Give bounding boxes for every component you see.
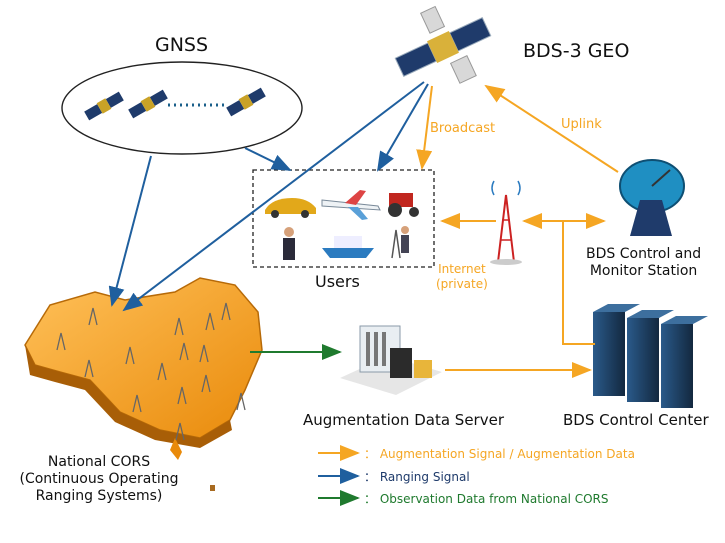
ranging-arrow <box>122 81 425 312</box>
control-center-server-icon <box>593 304 708 408</box>
bds-geo-label: BDS-3 GEO <box>523 40 630 62</box>
users-box <box>252 169 435 268</box>
legend-augmentation-text: ： Augmentation Signal / Augmentation Dat… <box>364 447 635 461</box>
gnss-satellite-icon <box>84 91 124 121</box>
control-monitor-line-1: BDS Control and <box>586 246 702 262</box>
bds-geo-satellite-icon <box>394 5 492 84</box>
cors-line-1: National CORS <box>47 454 151 470</box>
center-link-line <box>562 221 595 345</box>
gnss-satellite-icon <box>226 87 266 117</box>
augmentation-server-icon <box>340 325 442 395</box>
cors-line-2: (Continuous Operating <box>19 471 179 487</box>
cors-tower-icon <box>56 302 246 441</box>
internet-private-text: (private) <box>436 277 488 291</box>
augmentation-server-label: Augmentation Data Server <box>303 411 504 429</box>
ranging-arrow <box>376 83 429 172</box>
control-monitor-label: BDS Control and Monitor Station <box>586 246 701 280</box>
internet-label: Internet (private) <box>436 262 488 292</box>
car-icon <box>265 198 316 218</box>
legend-observation-text: ： Observation Data from National CORS <box>364 492 609 506</box>
gnss-ellipse <box>61 61 303 155</box>
broadcast-label: Broadcast <box>430 121 496 136</box>
ranging-arrow <box>244 147 292 171</box>
tractor-icon <box>388 193 419 217</box>
cors-label: National CORS (Continuous Operating Rang… <box>9 454 189 505</box>
uplink-arrow <box>484 84 619 173</box>
airplane-icon <box>321 190 381 220</box>
ranging-arrow <box>108 155 152 307</box>
ship-icon <box>322 236 374 258</box>
users-label: Users <box>315 272 360 291</box>
uplink-label: Uplink <box>561 117 602 132</box>
broadcast-arrow <box>416 85 433 170</box>
gnss-satellite-icon <box>128 89 168 119</box>
gnss-label: GNSS <box>155 34 209 56</box>
control-monitor-line-2: Monitor Station <box>589 263 698 279</box>
satellite-dish-icon <box>619 159 685 236</box>
legend-ranging-text: ： Ranging Signal <box>364 470 470 484</box>
cors-line-3: Ranging Systems) <box>35 488 163 504</box>
surveyor-icon <box>391 226 409 259</box>
internet-text: Internet <box>438 262 486 276</box>
cell-tower-icon <box>490 180 522 265</box>
control-center-label: BDS Control Center <box>563 411 709 429</box>
businessman-icon <box>283 227 295 260</box>
